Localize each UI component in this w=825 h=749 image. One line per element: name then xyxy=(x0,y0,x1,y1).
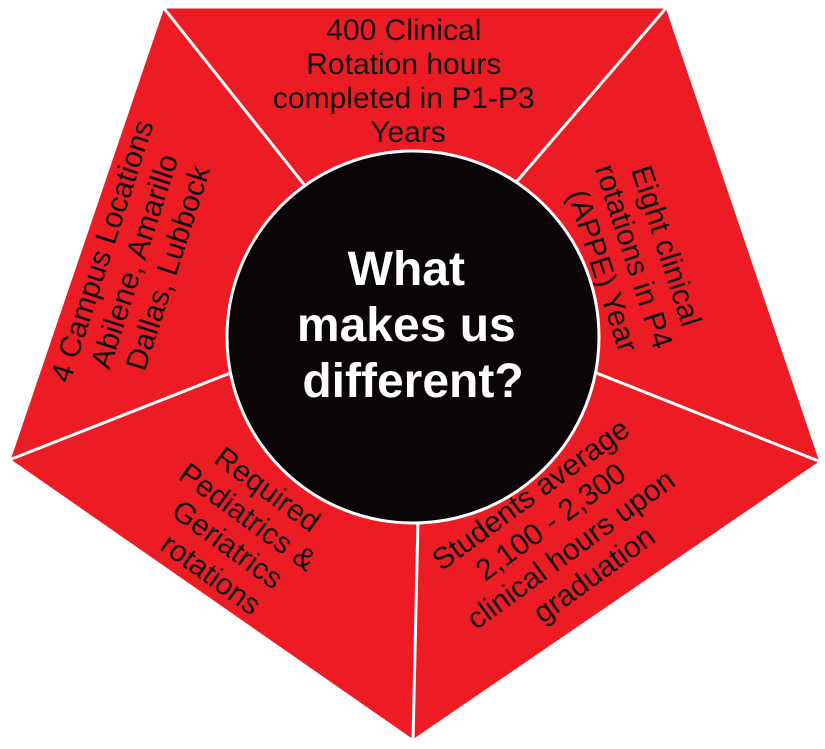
segment-top-text: 400 Clinical Rotation hours completed in… xyxy=(273,14,543,149)
divider-left xyxy=(8,368,239,462)
divider-right xyxy=(593,370,822,464)
divider-top-right xyxy=(510,6,669,188)
center-circle xyxy=(225,149,601,525)
center-heading-line-1: What xyxy=(348,243,465,296)
divider-top-left xyxy=(161,6,312,193)
segment-top-line-3: completed in P1-P3 xyxy=(273,82,535,115)
segment-top-line-4: Years xyxy=(370,116,446,149)
segment-top-line-2: Rotation hours xyxy=(306,48,501,81)
segment-top-line-1: 400 Clinical xyxy=(326,14,481,47)
divider-bottom xyxy=(411,519,420,742)
center-heading-line-3: different? xyxy=(302,355,523,408)
segment-dividers xyxy=(8,6,822,742)
center-heading: What makes us different? xyxy=(297,243,529,408)
center-heading-line-2: makes us xyxy=(297,299,516,352)
